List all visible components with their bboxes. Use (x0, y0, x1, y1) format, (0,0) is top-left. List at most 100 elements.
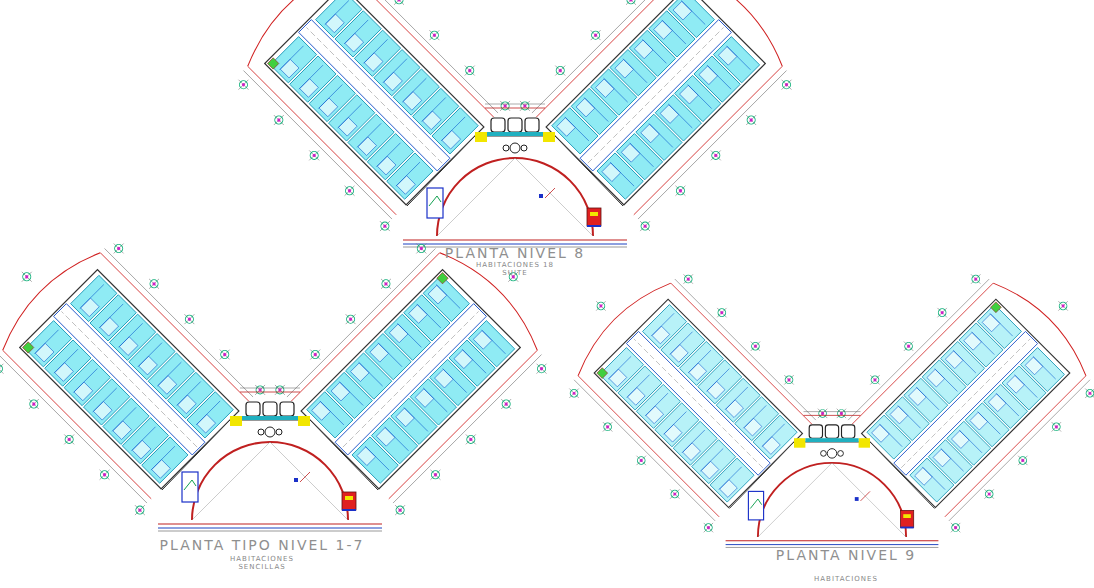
grid-tick (0, 364, 3, 374)
grid-tick (501, 399, 511, 409)
bathroom (396, 408, 415, 427)
grid-dot (433, 472, 438, 477)
grid-bubble (970, 274, 981, 285)
stair-mark (991, 302, 1002, 313)
grid-bubble (746, 114, 757, 125)
grid-bubble (716, 307, 727, 318)
planter (821, 451, 827, 457)
stair-box (342, 492, 356, 510)
yellow-block (298, 416, 310, 426)
bathroom (1007, 375, 1025, 393)
grid-tick (381, 279, 391, 289)
elevator (508, 118, 522, 132)
grid-dot (467, 68, 472, 73)
grid-tick (951, 523, 960, 532)
grid-tick (22, 272, 32, 282)
grid-bubble (870, 374, 881, 385)
grid-tick (429, 30, 439, 40)
grid-tick (135, 505, 145, 515)
planter (276, 429, 282, 435)
column (294, 478, 298, 482)
grid-tick (501, 399, 511, 409)
grid-dot (974, 277, 978, 281)
dimension-line (240, 388, 300, 389)
grid-bubble (0, 363, 4, 374)
bathroom (415, 389, 434, 408)
bathroom (384, 72, 403, 91)
bathroom (680, 85, 699, 104)
grid-bubble (625, 0, 636, 5)
bathroom (338, 117, 357, 136)
base-line (726, 540, 939, 541)
partition (481, 330, 505, 354)
grid-dot (605, 425, 609, 429)
axis-line (901, 339, 1030, 468)
grid-tick (255, 385, 265, 395)
bathroom (673, 1, 692, 20)
grid-tick (670, 489, 679, 498)
grid-tick (951, 523, 960, 532)
bathroom (683, 443, 701, 461)
partition (280, 46, 304, 70)
grid-bubble (569, 388, 580, 399)
grid-tick (837, 409, 846, 418)
grid-tick (971, 274, 980, 283)
grid-tick (984, 489, 993, 498)
grid-dot (67, 437, 72, 442)
grid-tick (416, 244, 426, 254)
grid-tick (149, 279, 159, 289)
grid-bubble (238, 79, 249, 90)
bathroom (312, 402, 331, 421)
plan-subtitle: HABITACIONES (230, 556, 294, 563)
bathroom (428, 285, 447, 304)
grid-tick (431, 470, 441, 480)
grid-bubble (310, 349, 321, 360)
planter (503, 145, 509, 151)
grid-bubble (710, 150, 721, 161)
bathroom (576, 98, 595, 117)
grid-bubble (499, 100, 510, 111)
grid-tick (395, 505, 405, 515)
grid-bubble (602, 421, 613, 432)
grid-tick (684, 274, 693, 283)
bathroom (280, 59, 299, 78)
axis-line (758, 463, 832, 537)
partition (35, 330, 59, 354)
grid-tick (465, 66, 475, 76)
bathroom (982, 314, 1000, 332)
axis-line (832, 463, 906, 537)
grid-tick (29, 399, 39, 409)
grid-dot (673, 492, 677, 496)
grid-tick (782, 80, 792, 90)
bathroom (132, 440, 151, 459)
elevator (491, 118, 505, 132)
axis-line (192, 442, 270, 520)
grid-dot (152, 282, 157, 287)
grid-bubble (274, 384, 285, 395)
grid-bubble (903, 341, 914, 352)
grid-bubble (134, 504, 145, 515)
corridor (626, 331, 770, 475)
grid-dot (383, 224, 388, 229)
bathroom (634, 40, 653, 59)
grid-dot (572, 391, 576, 395)
stair-mark (268, 58, 279, 69)
grid-tick (310, 350, 320, 360)
corridor (335, 304, 486, 455)
grid-dot (784, 82, 789, 87)
grid-bubble (669, 489, 680, 500)
bathroom (763, 437, 781, 455)
plan-title: PLANTA TIPO NIVEL 1-7 (160, 538, 365, 552)
grid-dot (839, 411, 843, 415)
grid-tick (466, 434, 476, 444)
floor-plan (534, 239, 1094, 547)
base-line (158, 523, 382, 524)
grid-tick (520, 101, 530, 111)
bathroom (442, 130, 461, 149)
bathroom (139, 356, 158, 375)
bathroom (81, 298, 100, 317)
partition (80, 285, 104, 309)
grid-tick (275, 385, 285, 395)
grid-bubble (273, 114, 284, 125)
grid-tick (640, 221, 650, 231)
